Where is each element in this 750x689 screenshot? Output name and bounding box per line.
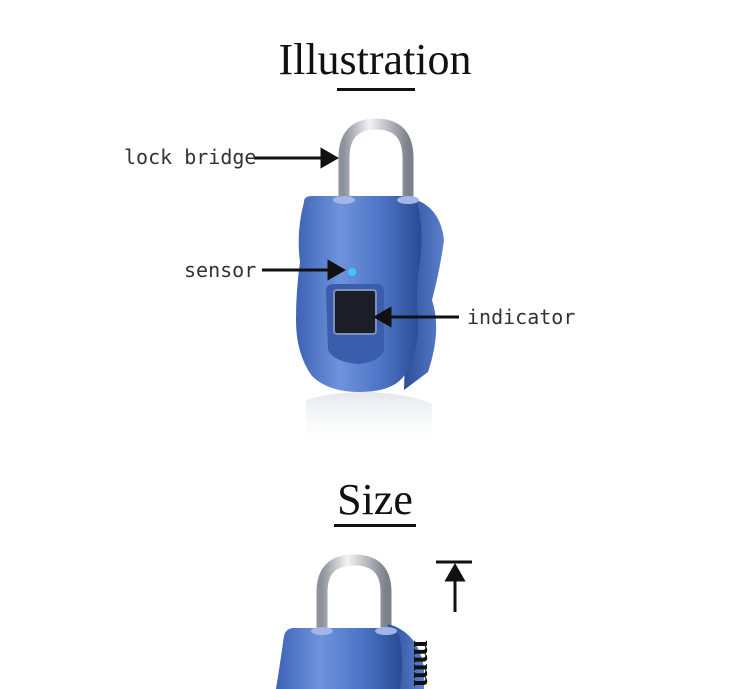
callout-lock-bridge: lock bridge: [124, 145, 257, 169]
size-lock-body-front: [276, 628, 402, 689]
illustration-title: Illustration: [278, 35, 472, 84]
title-underline: [337, 88, 415, 91]
size-lock-shackle: [316, 554, 392, 644]
title-underline: [334, 524, 416, 527]
callout-arrows: [254, 147, 459, 328]
dimension-marker: [436, 560, 472, 612]
dimension-unit-label: mm: [407, 640, 438, 687]
sensor-led: [348, 268, 356, 276]
lock-reflection: [306, 392, 432, 450]
fingerprint-window: [333, 289, 377, 335]
lock-shackle: [338, 118, 414, 211]
size-title: Size: [337, 475, 413, 524]
callout-indicator: indicator: [467, 305, 576, 329]
callout-sensor: sensor: [184, 258, 257, 282]
